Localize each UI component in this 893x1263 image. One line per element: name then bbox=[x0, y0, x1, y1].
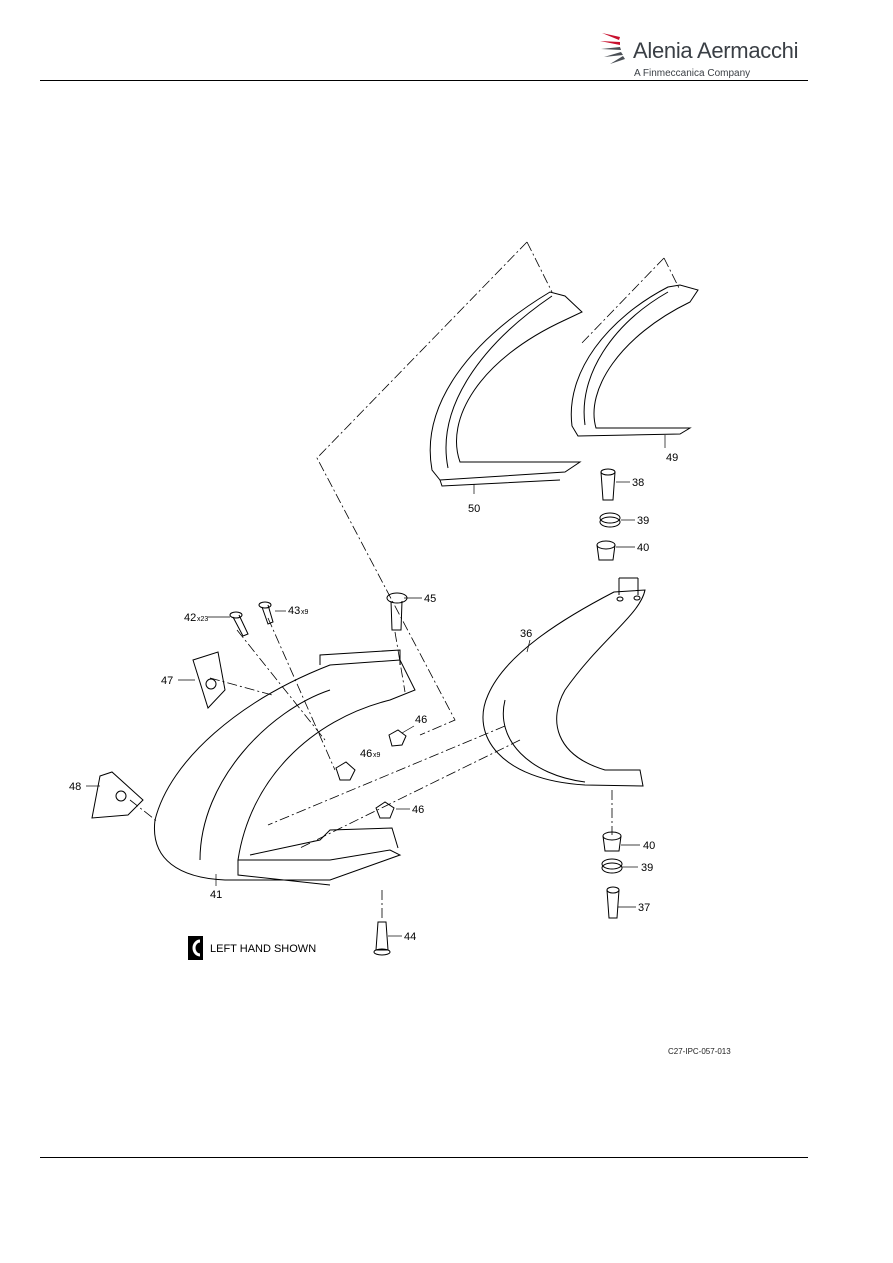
company-logo bbox=[598, 27, 634, 67]
callout-label: 40 bbox=[637, 542, 649, 554]
part-48-doubler bbox=[91, 771, 144, 819]
callout-qty: x23 bbox=[197, 616, 208, 623]
callout-label: 37 bbox=[638, 902, 650, 914]
callout-labels: 50 49 38 39 40 45 42 x23 43 x9 36 47 46 … bbox=[69, 452, 678, 943]
callout-label: 41 bbox=[210, 889, 222, 901]
callout-label: 39 bbox=[641, 862, 653, 874]
leader-lines bbox=[86, 435, 666, 937]
logo-mark-icon bbox=[600, 33, 625, 64]
callout-label: 43 bbox=[288, 605, 300, 617]
callout-label: 36 bbox=[520, 628, 532, 640]
callout-qty: x9 bbox=[373, 752, 381, 759]
left-hand-note: LEFT HAND SHOWN bbox=[188, 936, 316, 960]
footer-rule bbox=[40, 1157, 808, 1158]
header-rule bbox=[40, 80, 808, 81]
callout-label: 45 bbox=[424, 593, 436, 605]
callout-label: 49 bbox=[666, 452, 678, 464]
company-name: Alenia Aermacchi bbox=[633, 38, 799, 63]
part-44-bolt bbox=[373, 921, 391, 956]
callout-label: 38 bbox=[632, 477, 644, 489]
part-45-bolt bbox=[386, 592, 408, 631]
part-49-angle-frame bbox=[570, 284, 699, 437]
part-42-43-rivets bbox=[229, 601, 274, 637]
company-tagline: A Finmeccanica Company bbox=[634, 68, 751, 79]
fastener-stack-top bbox=[596, 468, 621, 561]
callout-label: 48 bbox=[69, 781, 81, 793]
drawing-code: C27-IPC-057-013 bbox=[668, 1047, 731, 1056]
callout-label: 40 bbox=[643, 840, 655, 852]
part-36-fitting bbox=[482, 577, 646, 787]
assembly-lines bbox=[129, 241, 681, 918]
callout-qty: x9 bbox=[301, 609, 309, 616]
callout-label: 42 bbox=[184, 612, 196, 624]
part-41-nose-structure bbox=[153, 649, 416, 886]
callout-label: 47 bbox=[161, 675, 173, 687]
callout-label: 46 bbox=[415, 714, 427, 726]
callout-label: 46 bbox=[412, 804, 424, 816]
left-hand-note-text: LEFT HAND SHOWN bbox=[210, 943, 316, 955]
callout-label: 46 bbox=[360, 748, 372, 760]
callout-label: 50 bbox=[468, 503, 480, 515]
callout-label: 44 bbox=[404, 931, 416, 943]
part-46-nutplates bbox=[335, 729, 407, 819]
fastener-stack-bottom bbox=[601, 831, 623, 919]
part-47-doubler bbox=[192, 651, 226, 709]
callout-label: 39 bbox=[637, 515, 649, 527]
part-50-angle-frame bbox=[429, 291, 583, 487]
